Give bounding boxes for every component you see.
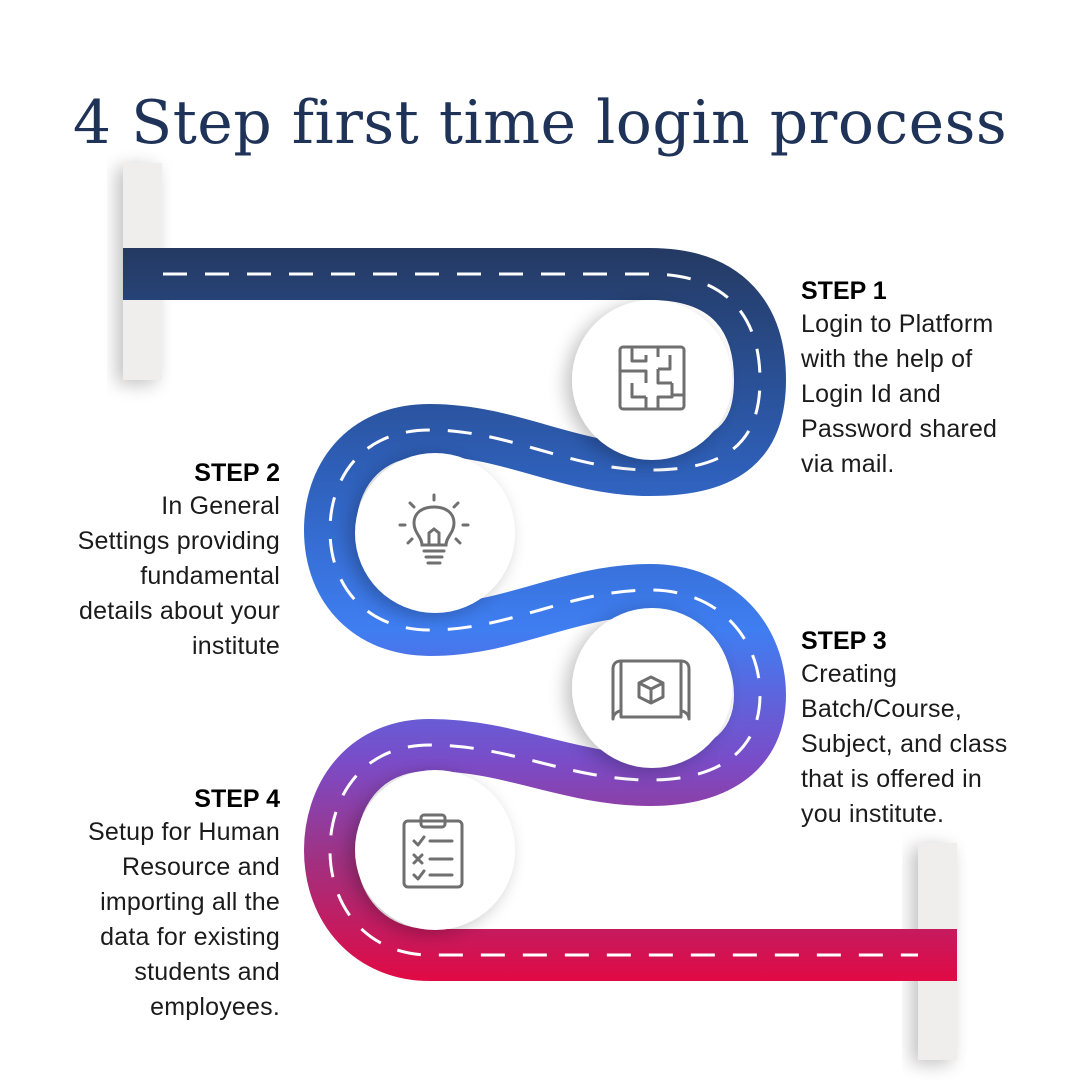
clipboard-checklist-icon [402,813,464,889]
step-2-line: In General [161,492,280,520]
step-2-line: institute [192,632,280,660]
step-3-description: Creating Batch/Course, Subject, and clas… [801,657,1008,832]
step-4-line: students and [134,958,280,986]
step-2-description: In General Settings providing fundamenta… [20,489,280,664]
step-1-line: Password shared [801,415,998,443]
step-4: STEP 4 Setup for Human Resource and impo… [20,783,280,1025]
step-2: STEP 2 In General Settings providing fun… [20,457,280,664]
step-1-description: Login to Platform with the help of Login… [801,307,997,482]
step-3-line: you institute. [801,800,945,828]
step-4-line: employees. [150,993,280,1021]
page-title: 4 Step first time login process [72,88,1008,158]
blueprint-box-icon [611,659,691,721]
step-3-line: that is offered in [801,765,983,793]
step-3-line: Subject, and class [801,730,1008,758]
step-4-line: Setup for Human [88,818,280,846]
step-4-line: data for existing [100,923,280,951]
step-3-label: STEP 3 [801,627,887,655]
step-1: STEP 1 Login to Platform with the help o… [801,275,997,482]
step-4-description: Setup for Human Resource and importing a… [20,815,280,1025]
step4-circle [355,770,515,930]
step-2-label: STEP 2 [194,459,280,487]
step1-circle [572,300,732,460]
step-3-line: Creating [801,660,898,688]
maze-icon [618,345,686,411]
step-1-line: Login Id and [801,380,942,408]
step-4-line: Resource and [121,853,280,881]
step-3: STEP 3 Creating Batch/Course, Subject, a… [801,625,1008,832]
step-1-line: Login to Platform [801,310,994,338]
step-1-line: via mail. [801,450,895,478]
step-3-line: Batch/Course, [801,695,963,723]
step-1-line: with the help of [801,345,973,373]
step-2-line: Settings providing [77,527,280,555]
step-2-line: details about your [79,597,280,625]
road-center-line [163,272,918,957]
lightbulb-icon [398,493,470,565]
step2-circle [355,453,515,613]
step-2-line: fundamental [140,562,280,590]
step-4-line: importing all the [100,888,280,916]
step-4-label: STEP 4 [194,785,280,813]
step-1-label: STEP 1 [801,277,887,305]
